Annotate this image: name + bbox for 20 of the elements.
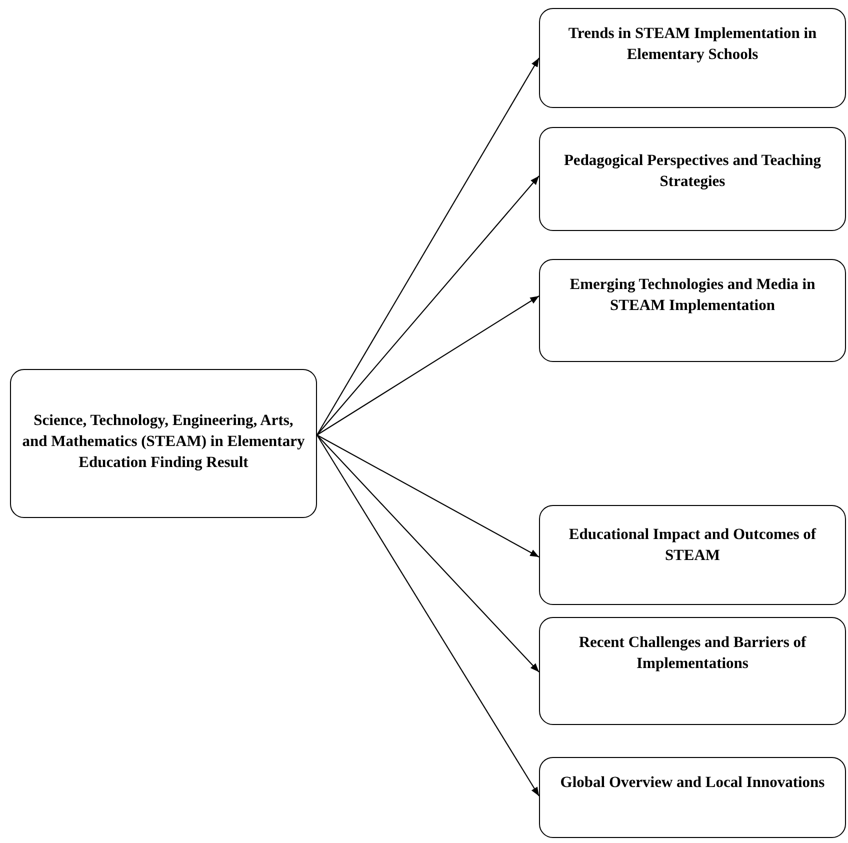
arrow bbox=[316, 434, 540, 796]
arrow bbox=[316, 176, 540, 436]
arrow bbox=[316, 296, 540, 436]
node-text: Recent Challenges and Barriers of Implementations bbox=[578, 633, 808, 674]
arrow bbox=[316, 58, 540, 436]
node-text: Pedagogical Perspectives and Teaching Strategies bbox=[562, 151, 822, 192]
node-text: Trends in STEAM Implementation in Elementary Schools bbox=[567, 24, 818, 65]
node-text: Science, Technology, Engineering, Arts, and Mathematics (STEAM) in Elementary Education Finding Result bbox=[21, 411, 306, 473]
rounded-box bbox=[539, 505, 846, 605]
arrow bbox=[316, 434, 540, 558]
rounded-box bbox=[539, 127, 846, 231]
arrow bbox=[316, 434, 540, 672]
rounded-box bbox=[539, 617, 846, 725]
rounded-box bbox=[10, 369, 317, 518]
rounded-box bbox=[539, 259, 846, 362]
rounded-box bbox=[539, 757, 846, 838]
node-text: Global Overview and Local Innovations bbox=[559, 773, 826, 793]
rounded-box bbox=[539, 8, 846, 108]
node-text: Emerging Technologies and Media in STEAM Implementation bbox=[568, 275, 816, 316]
node-text: Educational Impact and Outcomes of STEAM bbox=[568, 525, 818, 566]
